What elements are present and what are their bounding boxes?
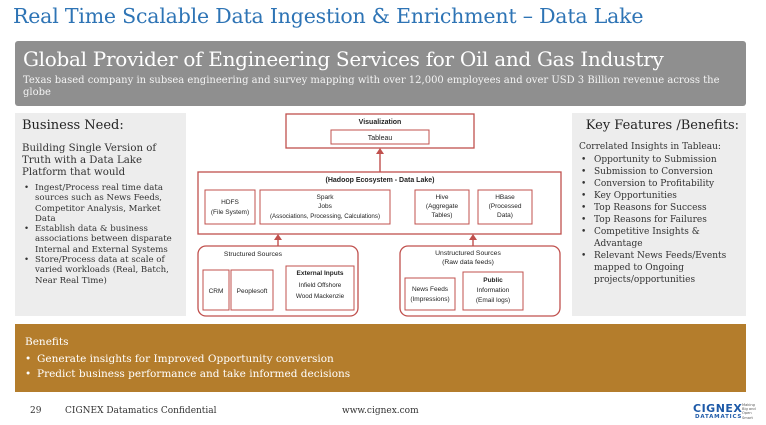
news-feeds-box — [404, 277, 456, 311]
list-item: Submission to Conversion — [579, 166, 739, 178]
hive-sublabel: (Aggregate — [426, 203, 459, 210]
business-need-text: Building Single Version of Truth with a … — [22, 143, 157, 178]
peoplesoft-label: Peoplesoft — [237, 288, 268, 295]
hive-sublabel-2: Tables) — [432, 212, 453, 219]
benefits-panel: Benefits Generate insights for Improved … — [15, 324, 746, 392]
list-item: Key Opportunities — [579, 190, 739, 202]
key-features-heading: Key Features /Benefits: — [585, 118, 739, 133]
crm-box — [202, 269, 230, 311]
public-info-box — [462, 271, 524, 311]
benefits-title: Benefits — [25, 336, 69, 348]
logo-tagline: Making Big and Open Smart — [742, 403, 756, 420]
hdfs-box — [204, 189, 256, 225]
hbase-sublabel-2: Data) — [497, 212, 513, 219]
spark-label: Spark — [317, 194, 335, 201]
external-inputs-title: External Inputs — [297, 270, 344, 277]
logo-sub-text: DATAMATICS — [695, 414, 743, 420]
confidential-label: CIGNEX Datamatics Confidential — [65, 406, 217, 416]
infield-label: Infield Offshore — [299, 282, 342, 289]
footer-url: www.cignex.com — [342, 406, 419, 416]
unstructured-sources-subtitle: (Raw data feeds) — [442, 259, 494, 266]
public-info-label: Public — [483, 277, 503, 284]
list-item: Conversion to Profitability — [579, 178, 739, 190]
arrowhead-icon — [376, 148, 384, 154]
architecture-diagram: Visualization Tableau (Hadoop Ecosystem … — [197, 113, 562, 317]
slide-title: Real Time Scalable Data Ingestion & Enri… — [13, 4, 644, 28]
peoplesoft-box — [230, 269, 274, 311]
key-features-panel: Key Features /Benefits: Correlated Insig… — [572, 113, 746, 316]
hdfs-sublabel: (File System) — [211, 209, 249, 216]
hive-label: Hive — [435, 194, 448, 201]
logo-main-text: CIGNEX — [693, 402, 743, 415]
news-feeds-label: News Feeds — [412, 286, 449, 293]
company-title: Global Provider of Engineering Services … — [23, 47, 664, 71]
business-need-heading: Business Need: — [22, 118, 124, 133]
list-item: Opportunity to Submission — [579, 154, 739, 166]
hdfs-label: HDFS — [221, 199, 239, 206]
page-number: 29 — [30, 406, 42, 416]
list-item: Top Reasons for Success — [579, 202, 739, 214]
header-panel: Global Provider of Engineering Services … — [15, 41, 746, 106]
key-features-list: Opportunity to Submission Submission to … — [579, 154, 739, 286]
company-description: Texas based company in subsea engineerin… — [23, 75, 720, 98]
arrowhead-icon — [469, 234, 477, 240]
external-inputs-box — [285, 265, 355, 311]
hadoop-title: (Hadoop Ecosystem - Data Lake) — [326, 177, 435, 184]
hive-box — [414, 189, 470, 225]
arrowhead-icon — [274, 234, 282, 240]
list-item: Establish data & business associations b… — [22, 224, 179, 255]
business-need-panel: Business Need: Building Single Version o… — [15, 113, 186, 316]
benefits-list: Generate insights for Improved Opportuni… — [25, 352, 736, 382]
hbase-box — [477, 189, 533, 225]
hbase-sublabel: (Processed — [489, 203, 522, 210]
key-features-intro: Correlated Insights in Tableau: — [579, 142, 721, 152]
cignex-logo: CIGNEX DATAMATICS Making Big and Open Sm… — [693, 402, 757, 422]
wood-mackenzie-label: Wood Mackenzie — [296, 293, 345, 300]
tableau-box — [330, 129, 430, 145]
tableau-label: Tableau — [368, 135, 393, 142]
list-item: Ingest/Process real time data sources su… — [22, 183, 179, 224]
business-need-list: Ingest/Process real time data sources su… — [22, 183, 179, 286]
spark-detail: (Associations, Processing, Calculations) — [270, 213, 380, 220]
hbase-label: HBase — [495, 194, 515, 201]
spark-jobs-label: Jobs — [318, 203, 332, 210]
crm-label: CRM — [209, 288, 224, 295]
list-item: Predict business performance and take in… — [25, 367, 736, 382]
public-info-sublabel-2: (Email logs) — [476, 297, 510, 304]
unstructured-sources-title: Unstructured Sources — [435, 250, 501, 257]
list-item: Relevant News Feeds/Events mapped to Ong… — [579, 250, 739, 286]
list-item: Generate insights for Improved Opportuni… — [25, 352, 736, 367]
structured-sources-title: Structured Sources — [224, 251, 283, 258]
list-item: Top Reasons for Failures — [579, 214, 739, 226]
list-item: Competitive Insights & Advantage — [579, 226, 739, 250]
spark-box — [259, 189, 391, 225]
list-item: Store/Process data at scale of varied wo… — [22, 255, 179, 286]
news-feeds-sublabel: (Impressions) — [410, 296, 449, 303]
visualization-title: Visualization — [359, 119, 402, 126]
public-info-sublabel: Information — [477, 287, 510, 294]
